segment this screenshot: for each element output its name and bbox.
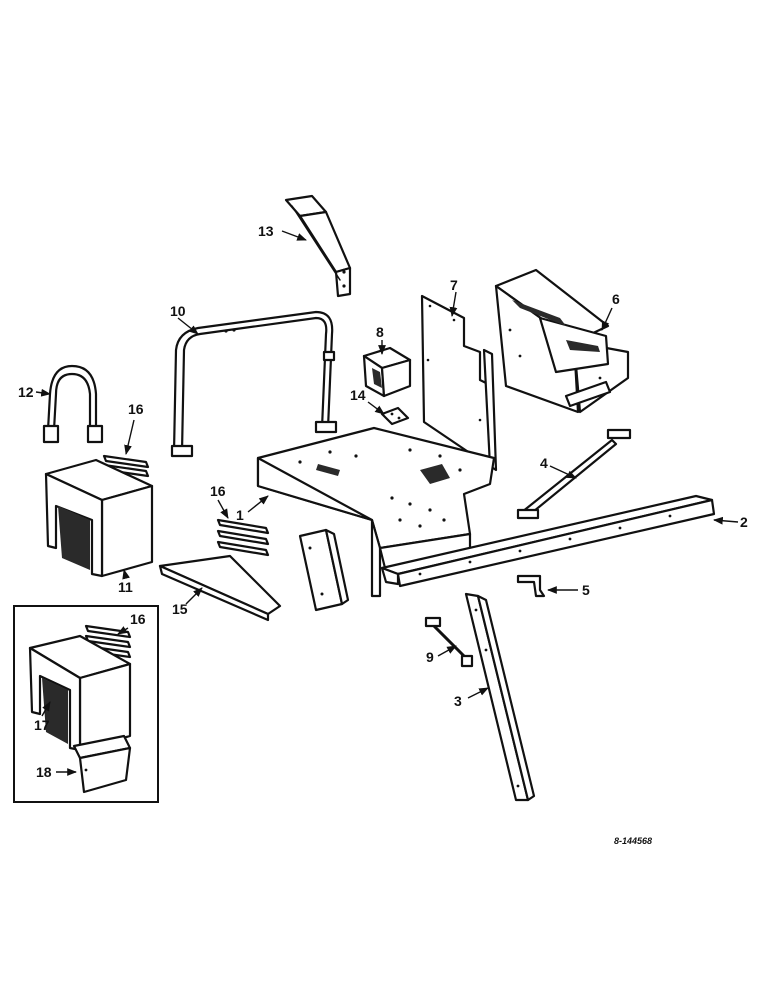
part-13-bracket bbox=[284, 194, 352, 298]
callout-9: 9 bbox=[426, 649, 434, 665]
leader-lines bbox=[35, 230, 739, 776]
drawing-code: 8-144568 bbox=[614, 836, 652, 846]
part-16-strips-b bbox=[216, 518, 270, 557]
callout-14: 14 bbox=[350, 387, 366, 403]
callout-6: 6 bbox=[612, 291, 620, 307]
part-10-roll-bar bbox=[170, 310, 338, 458]
part-1-side-plate bbox=[298, 528, 350, 612]
part-15-wedge bbox=[158, 554, 282, 622]
callout-2: 2 bbox=[740, 514, 748, 530]
part-14-plate bbox=[380, 406, 410, 426]
part-12-u-bolt bbox=[42, 364, 104, 444]
callout-4: 4 bbox=[540, 455, 548, 471]
part-18-panel bbox=[72, 734, 132, 794]
callout-1: 1 bbox=[236, 507, 244, 523]
part-11-shroud bbox=[44, 458, 154, 578]
callout-16-b: 16 bbox=[210, 483, 226, 499]
callout-11: 11 bbox=[118, 579, 133, 595]
callout-8: 8 bbox=[376, 324, 384, 340]
part-6-housing bbox=[494, 268, 630, 414]
callout-15: 15 bbox=[172, 601, 188, 617]
callout-13: 13 bbox=[258, 223, 274, 239]
part-8-bracket bbox=[362, 346, 412, 398]
callout-3: 3 bbox=[454, 693, 462, 709]
callout-7: 7 bbox=[450, 277, 458, 293]
callout-16-a: 16 bbox=[128, 401, 144, 417]
callout-18: 18 bbox=[36, 764, 52, 780]
callout-10: 10 bbox=[170, 303, 186, 319]
part-4-strap bbox=[516, 428, 632, 520]
callout-12: 12 bbox=[18, 384, 34, 400]
part-3-leg bbox=[464, 592, 536, 802]
part-2-rail bbox=[380, 494, 716, 588]
callout-17: 17 bbox=[34, 717, 50, 733]
callout-5: 5 bbox=[582, 582, 590, 598]
inset-frame bbox=[13, 605, 159, 803]
part-7-panel bbox=[420, 294, 498, 472]
part-17-shroud bbox=[28, 634, 132, 752]
part-9-brace bbox=[424, 616, 474, 668]
part-5-clip bbox=[516, 574, 546, 598]
callout-16-c: 16 bbox=[130, 611, 146, 627]
